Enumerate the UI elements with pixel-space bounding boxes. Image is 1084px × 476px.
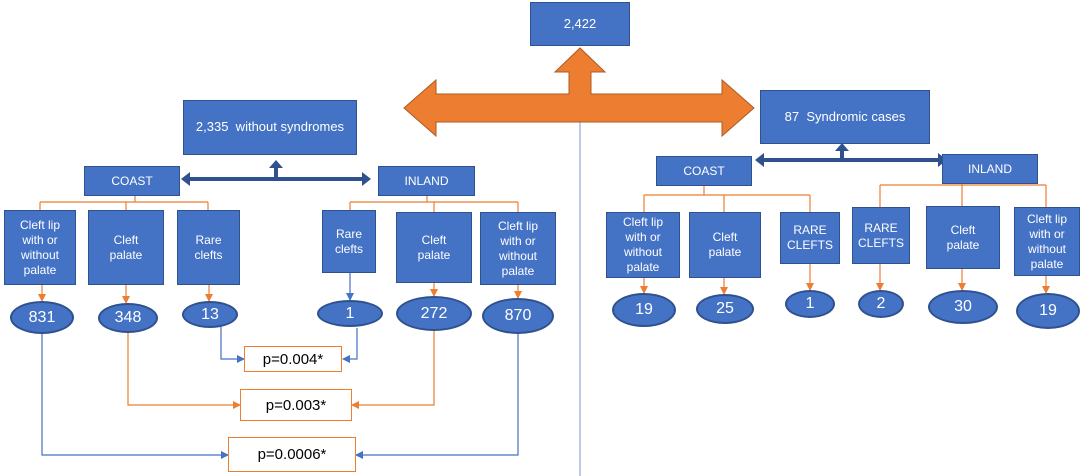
left-coast-rare-count: 13 <box>182 301 238 328</box>
right-inland-cleft-lip-box: Cleft lip with or without palate <box>1014 207 1080 276</box>
right-inland-cleft-palate-count: 30 <box>928 290 998 324</box>
cleft-palate-p-value: p=0.003* <box>240 389 352 421</box>
left-inland-rare-label: Rare clefts <box>334 226 363 256</box>
left-inland-cleft-lip-count: 870 <box>482 298 554 334</box>
left-coast-cleft-palate-box: Cleft palate <box>88 210 164 285</box>
total-cases-label: 2,422 <box>563 15 597 31</box>
right-coast-cleft-lip-count: 19 <box>612 293 676 327</box>
right-coast-cleft-palate-count: 25 <box>696 294 754 324</box>
cleft-palate-comparison-lines <box>127 331 435 409</box>
right-coast-header: COAST <box>656 156 752 186</box>
left-inland-rare-box: Rare clefts <box>322 210 376 273</box>
left-coast-cleft-lip-count: 831 <box>10 301 74 334</box>
right-coast-rare-label: RARE CLEFTS <box>786 223 833 252</box>
count-arrows <box>38 264 1050 304</box>
cleft-lip-p-value: p=0.0006* <box>228 437 356 472</box>
right-inland-cleft-palate-box: Cleft palate <box>926 206 1000 269</box>
left-coast-rare-label: Rare clefts <box>194 232 223 262</box>
rare-clefts-p-value: p=0.004* <box>244 346 342 372</box>
left-inland-cleft-lip-box: Cleft lip with or without palate <box>480 212 556 285</box>
left-inland-branch <box>349 196 519 212</box>
right-coast-branch <box>643 186 811 212</box>
left-inland-cleft-palate-label: Cleft palate <box>417 232 451 262</box>
syndromic-group-label: 87 Syndromic cases <box>784 108 906 124</box>
right-inland-rare-box: RARE CLEFTS <box>852 207 910 264</box>
right-coast-rare-count: 1 <box>785 290 835 318</box>
left-inland-header: INLAND <box>378 166 475 196</box>
left-inland-cleft-lip-label: Cleft lip with or without palate <box>497 218 538 278</box>
rare-comparison-lines <box>220 327 358 363</box>
left-coast-branch <box>39 196 209 210</box>
right-coast-label: COAST <box>683 163 725 178</box>
left-coast-header: COAST <box>84 166 180 196</box>
right-coast-cleft-palate-box: Cleft palate <box>689 212 761 278</box>
syndromic-group-box: 87 Syndromic cases <box>760 90 930 144</box>
left-inland-cleft-palate-count: 272 <box>396 296 472 331</box>
right-coast-rare-box: RARE CLEFTS <box>780 212 840 264</box>
nonsyndromic-group-box: 2,335 without syndromes <box>183 100 357 155</box>
right-inland-label: INLAND <box>967 161 1012 176</box>
nonsyndromic-group-label: 2,335 without syndromes <box>195 119 345 135</box>
left-coast-rare-box: Rare clefts <box>177 210 240 285</box>
right-coast-cleft-lip-label: Cleft lip with or without palate <box>622 215 663 274</box>
cleft-lip-comparison-lines <box>41 334 519 459</box>
left-inland-cleft-palate-box: Cleft palate <box>396 212 472 283</box>
left-inland-rare-count: 1 <box>317 300 383 327</box>
right-inland-cleft-lip-label: Cleft lip with or without palate <box>1026 211 1067 271</box>
left-coast-cleft-lip-box: Cleft lip with or without palate <box>4 210 76 285</box>
right-inland-cleft-palate-label: Cleft palate <box>946 222 980 252</box>
right-coast-cleft-lip-box: Cleft lip with or without palate <box>606 212 680 278</box>
right-inland-rare-count: 2 <box>858 290 904 318</box>
right-coast-cleft-palate-label: Cleft palate <box>708 230 742 259</box>
left-coast-label: COAST <box>111 173 153 188</box>
right-inland-rare-label: RARE CLEFTS <box>857 220 904 250</box>
total-cases-box: 2,422 <box>530 2 630 46</box>
left-inland-label: INLAND <box>404 173 449 188</box>
left-coast-cleft-palate-label: Cleft palate <box>109 232 143 262</box>
right-inland-header: INLAND <box>942 154 1038 184</box>
right-inland-cleft-lip-count: 19 <box>1016 293 1080 329</box>
left-coast-cleft-palate-count: 348 <box>98 303 158 333</box>
left-coast-cleft-lip-label: Cleft lip with or without palate <box>19 217 60 277</box>
main-split-arrow <box>403 47 755 138</box>
